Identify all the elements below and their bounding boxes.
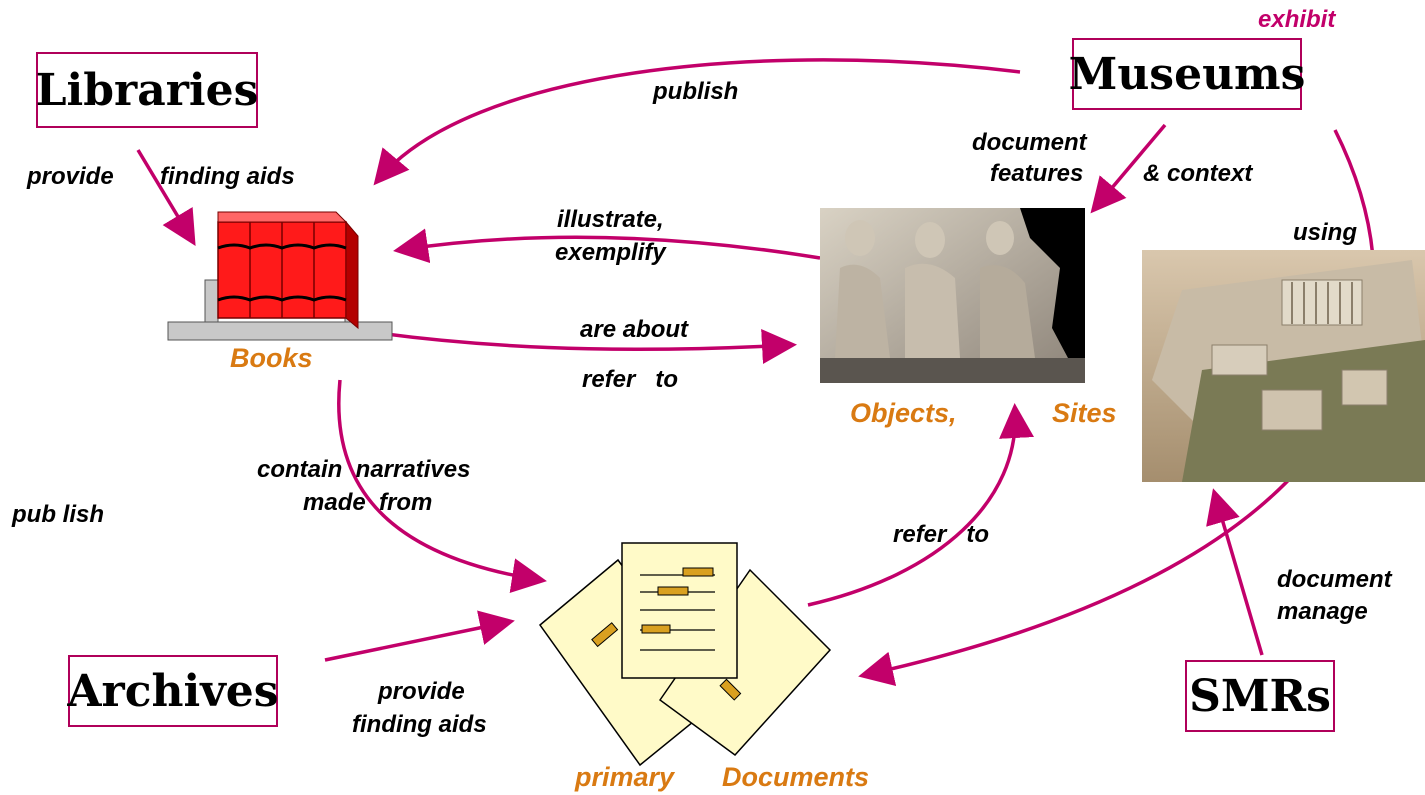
label-contain-narratives: contain narratives	[257, 456, 471, 483]
label-refer-to-bottom: refer to	[893, 521, 990, 548]
label-are-about: are about	[580, 316, 689, 343]
caption-objects: Objects,	[850, 398, 957, 428]
label-document-manage-2: manage	[1277, 598, 1368, 625]
label-using: using	[1293, 219, 1357, 246]
label-exhibit: exhibit	[1258, 6, 1336, 33]
caption-sites: Sites	[1052, 398, 1117, 428]
frieze-photo	[820, 208, 1085, 383]
arrow-books-narratives-documents	[337, 379, 547, 593]
caption-documents: Documents	[722, 762, 870, 792]
label-publish-top: publish	[653, 78, 739, 105]
label-features: features	[990, 160, 1084, 187]
acropolis-photo	[1142, 250, 1425, 482]
label-refer-to-mid: refer to	[582, 366, 679, 393]
label-illustrate: illustrate,	[557, 206, 664, 233]
label-made-from: made from	[303, 489, 433, 516]
archives-box: Archives	[67, 655, 279, 727]
label-finding-aids-bottom: finding aids	[352, 711, 487, 738]
smrs-box: SMRs	[1185, 660, 1335, 732]
label-provide: provide	[27, 163, 114, 190]
museums-box: Museums	[1069, 38, 1305, 110]
label-exemplify: exemplify	[555, 239, 666, 266]
arrow-museums-publish-libraries	[373, 58, 1021, 186]
arrow-documents-refer-objects	[807, 403, 1035, 607]
arrow-museums-objects	[1090, 123, 1167, 214]
label-document: document	[972, 129, 1087, 156]
arrow-archives-documents	[324, 610, 515, 662]
arrow-books-about-objects	[377, 329, 797, 364]
label-finding-aids-top: finding aids	[160, 163, 295, 190]
label-document-manage-1: document	[1277, 566, 1392, 593]
label-pub-lish: pub lish	[12, 501, 104, 528]
arrow-libraries-books	[136, 149, 196, 247]
label-and-context: & context	[1143, 160, 1253, 187]
caption-books: Books	[230, 343, 313, 373]
arrow-objects-illustrate-books	[393, 228, 821, 264]
libraries-box: Libraries	[36, 52, 258, 128]
arrow-smrs-sites	[1206, 488, 1264, 656]
label-provide-bottom: provide	[378, 678, 465, 705]
caption-primary: primary	[575, 762, 675, 792]
